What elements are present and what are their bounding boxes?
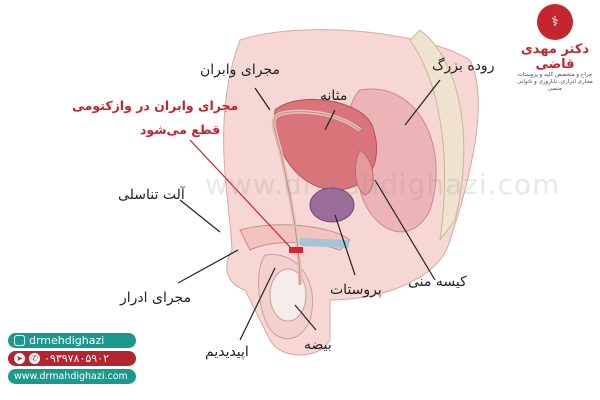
website-pill[interactable]: www.drmahdighazi.com bbox=[8, 369, 136, 384]
instagram-pill[interactable]: drmehdighazi bbox=[8, 333, 136, 348]
leader-large-intestine bbox=[404, 79, 441, 126]
label-urethra: مجرای ادرار bbox=[120, 290, 192, 306]
label-testis: بیضه bbox=[304, 337, 332, 353]
leader-vas-deferens bbox=[254, 87, 271, 111]
brand-logo: ⚕ دکتر مهدی قاضی جراح و متخصص کلیه و پرو… bbox=[510, 4, 600, 92]
instagram-handle: drmehdighazi bbox=[29, 334, 105, 347]
brand-subtitle-1: جراح و متخصص کلیه و پروستات bbox=[517, 72, 593, 78]
label-large-intestine: روده بزرگ bbox=[432, 58, 495, 74]
leader-testis bbox=[294, 304, 317, 331]
label-vasectomy-note-line1: مجرای وابران در وازکتومی bbox=[72, 98, 239, 113]
brand-name: دکتر مهدی قاضی bbox=[520, 42, 590, 72]
label-prostate: پروستات bbox=[330, 282, 382, 298]
leader-bladder bbox=[324, 109, 336, 131]
leader-penis bbox=[179, 199, 221, 233]
instagram-icon bbox=[14, 335, 25, 346]
leader-vasectomy-note bbox=[189, 139, 291, 248]
leader-urethra bbox=[177, 249, 239, 284]
leader-seminal-vesicle bbox=[374, 179, 436, 281]
sacrum bbox=[409, 29, 465, 241]
label-epididymis: اپیدیدیم bbox=[205, 344, 249, 360]
brand-subtitle-2: مجاری ادراری، ناباروری و ناتوانی جنسی bbox=[517, 79, 593, 92]
vasectomy-cut-marker bbox=[289, 247, 303, 253]
watermark: www.drmahdighazi.com bbox=[205, 168, 561, 201]
label-seminal-vesicle: کیسه منی bbox=[408, 274, 467, 290]
logo-emblem-icon: ⚕ bbox=[537, 4, 573, 40]
urethra-channel bbox=[300, 238, 350, 248]
label-penis: آلت تناسلی bbox=[118, 187, 185, 203]
phone-number: ۰۹۳۹۷۸۰۵۹۰۲ bbox=[44, 352, 109, 365]
whatsapp-icon: ✆ bbox=[29, 353, 40, 364]
leader-epididymis bbox=[239, 267, 276, 341]
leader-prostate bbox=[334, 214, 356, 276]
phone-pill[interactable]: ➤ ✆ ۰۹۳۹۷۸۰۵۹۰۲ bbox=[8, 351, 136, 366]
seminal-vesicle bbox=[354, 149, 374, 196]
label-vasectomy-note-line2: قطع می‌شود bbox=[140, 122, 221, 137]
label-bladder: مثانه bbox=[320, 88, 348, 104]
label-vas-deferens: مجرای وابران bbox=[200, 62, 281, 78]
telegram-icon: ➤ bbox=[14, 353, 25, 364]
website-url: www.drmahdighazi.com bbox=[14, 371, 128, 382]
prostate bbox=[309, 187, 355, 223]
